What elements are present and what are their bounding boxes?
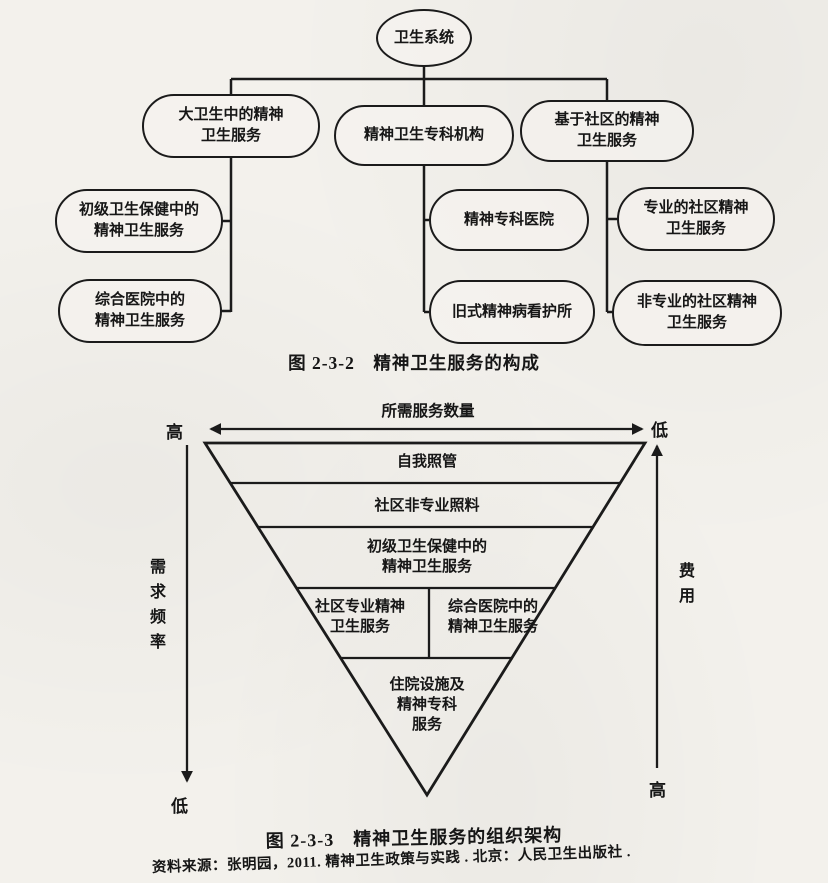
left-axis-bottom-end: 低	[171, 797, 188, 816]
pyramid-level-self-care: 自我照管	[396, 454, 457, 470]
org-root-label: 卫生系统	[393, 29, 454, 46]
pyramid-level-inpatient-specialist: 住院设施及 精神专科 服务	[389, 677, 465, 733]
pyramid-level-general-hospital: 综合医院中的 精神卫生服务	[447, 599, 538, 635]
top-axis-right-end: 低	[651, 421, 668, 440]
axis-arrows	[181, 423, 663, 783]
org-child-old-asylum-label: 旧式精神病看护所	[451, 303, 572, 320]
org-child-nonprofessional-community-label: 非专业的社区精神 卫生服务	[636, 294, 757, 331]
org-root-node: 卫生系统	[376, 9, 472, 67]
top-axis-left-end: 高	[166, 423, 183, 442]
figure-2-3-2-caption: 图 2-3-2 精神卫生服务的构成	[288, 353, 540, 373]
org-child-professional-community: 专业的社区精神 卫生服务	[617, 187, 775, 251]
pyramid-outline	[202, 441, 648, 798]
pyramid-level-informal-community-care: 社区非专业照料	[374, 498, 480, 514]
org-branch-community: 基于社区的精神 卫生服务	[520, 100, 694, 162]
left-axis-title: 需求频率	[147, 558, 164, 658]
org-branch-specialized-label: 精神卫生专科机构	[363, 127, 484, 143]
org-child-general-hospital-label: 综合医院中的 精神卫生服务	[94, 292, 185, 329]
org-child-old-asylum: 旧式精神病看护所	[429, 280, 595, 344]
org-branch-big-health-label: 大卫生中的精神 卫生服务	[178, 107, 284, 144]
pyramid-level-community-professional: 社区专业精神 卫生服务	[314, 599, 405, 635]
org-child-professional-community-label: 专业的社区精神 卫生服务	[643, 200, 749, 237]
org-branch-big-health: 大卫生中的精神 卫生服务	[142, 94, 320, 158]
org-child-general-hospital: 综合医院中的 精神卫生服务	[58, 279, 222, 343]
org-child-primary-care-label: 初级卫生保健中的 精神卫生服务	[78, 202, 199, 239]
right-axis-bottom-end: 高	[649, 781, 666, 800]
org-branch-specialized: 精神卫生专科机构	[334, 105, 514, 166]
org-child-psychiatric-hospital-label: 精神专科医院	[463, 211, 554, 228]
pyramid-level-primary-care: 初级卫生保健中的 精神卫生服务	[366, 539, 487, 575]
org-branch-community-label: 基于社区的精神 卫生服务	[554, 112, 660, 149]
org-child-nonprofessional-community: 非专业的社区精神 卫生服务	[612, 280, 782, 346]
right-axis-title: 费用	[676, 562, 693, 612]
org-child-primary-care: 初级卫生保健中的 精神卫生服务	[55, 189, 223, 253]
top-axis-title: 所需服务数量	[381, 403, 475, 420]
org-child-psychiatric-hospital: 精神专科医院	[429, 189, 589, 251]
